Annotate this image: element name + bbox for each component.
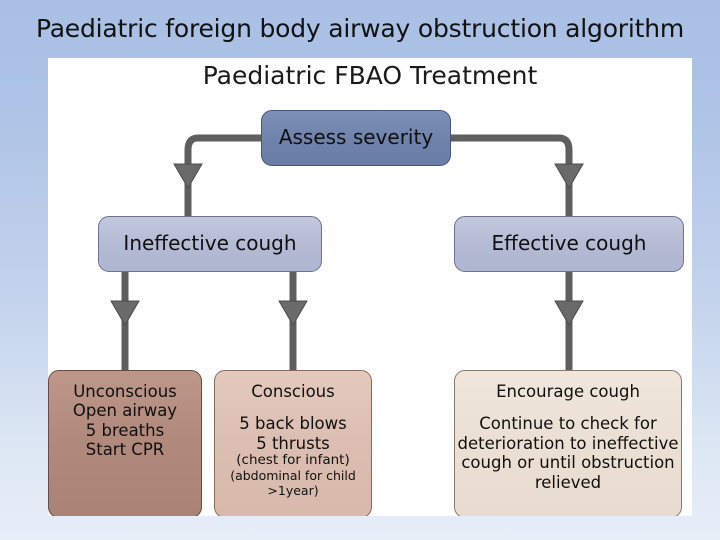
node-encourage-line-1: Encourage cough bbox=[496, 382, 640, 401]
node-encourage-line-2: Continue to check for bbox=[479, 414, 657, 434]
node-conscious[interactable]: Conscious 5 back blows 5 thrusts (chest … bbox=[214, 370, 372, 516]
node-conscious-line-5: (abdominal for child >1year) bbox=[230, 468, 356, 499]
node-encourage-line-3: deterioration to ineffective bbox=[457, 433, 679, 453]
node-unconscious-line-2: Open airway bbox=[72, 401, 178, 421]
node-unconscious-line-3: 5 breaths bbox=[85, 420, 165, 440]
connector-ineffective-to-unconscious bbox=[110, 272, 140, 370]
node-conscious-line-2: 5 back blows bbox=[239, 414, 347, 434]
node-encourage-cough[interactable]: Encourage cough Continue to check for de… bbox=[454, 370, 682, 516]
connector-ineffective-to-conscious bbox=[278, 272, 308, 370]
node-encourage-line-5: relieved bbox=[534, 472, 602, 492]
node-ineffective-cough[interactable]: Ineffective cough bbox=[98, 216, 322, 272]
connector-assess-to-effective bbox=[451, 134, 584, 216]
node-unconscious-line-1: Unconscious bbox=[73, 382, 177, 401]
node-unconscious[interactable]: Unconscious Open airway 5 breaths Start … bbox=[48, 370, 202, 516]
node-assess-severity[interactable]: Assess severity bbox=[261, 110, 451, 166]
diagram-heading: Paediatric FBAO Treatment bbox=[202, 61, 538, 90]
node-conscious-line-1: Conscious bbox=[251, 382, 335, 401]
diagram-panel: Paediatric FBAO Treatment bbox=[48, 58, 692, 516]
node-unconscious-line-4: Start CPR bbox=[85, 440, 165, 460]
page-title: Paediatric foreign body airway obstructi… bbox=[35, 14, 685, 43]
node-encourage-line-4: cough or until obstruction bbox=[461, 453, 675, 473]
node-effective-cough-label: Effective cough bbox=[491, 231, 647, 256]
connector-assess-to-ineffective bbox=[173, 134, 261, 216]
connector-layer bbox=[110, 134, 584, 370]
node-conscious-line-3: 5 thrusts bbox=[256, 433, 330, 453]
node-conscious-line-4: (chest for infant) bbox=[236, 452, 350, 469]
node-effective-cough[interactable]: Effective cough bbox=[454, 216, 684, 272]
node-ineffective-cough-label: Ineffective cough bbox=[123, 231, 297, 256]
node-assess-severity-label: Assess severity bbox=[278, 125, 434, 150]
connector-effective-to-encourage bbox=[554, 272, 584, 370]
